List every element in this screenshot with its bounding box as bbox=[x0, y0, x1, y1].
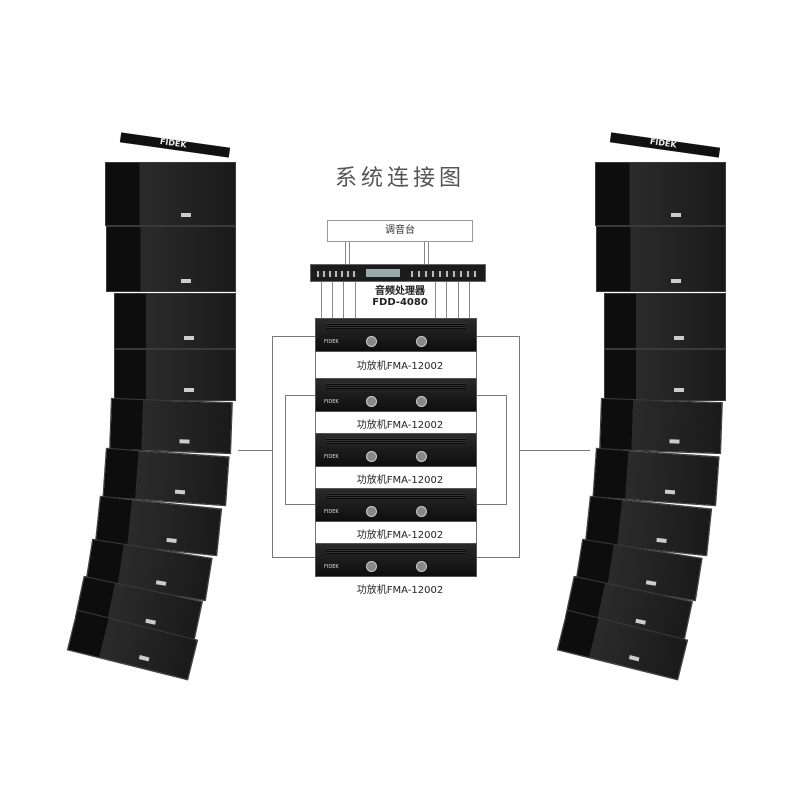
speaker-cabinet bbox=[604, 293, 726, 349]
brand-badge bbox=[179, 439, 190, 444]
brand-badge bbox=[138, 655, 150, 662]
amplifier-label: 功放机FMA-12002 bbox=[356, 420, 444, 431]
brand-badge bbox=[671, 279, 682, 283]
rigging-frame: FIDEK bbox=[609, 132, 721, 158]
speaker-cabinet bbox=[596, 226, 726, 292]
brand-badge bbox=[674, 388, 685, 392]
brand-badge bbox=[156, 580, 167, 586]
brand-badge bbox=[674, 336, 685, 340]
processor-model: FDD-4080 bbox=[372, 297, 428, 308]
brand-badge bbox=[669, 439, 680, 444]
wire bbox=[428, 242, 429, 264]
brand-badge bbox=[181, 213, 192, 217]
brand-badge bbox=[664, 489, 675, 495]
amplifier-label: 功放机FMA-12002 bbox=[356, 475, 444, 486]
amplifier-4: FIDEK bbox=[315, 488, 477, 522]
wire bbox=[349, 242, 350, 264]
amplifier-3: FIDEK bbox=[315, 433, 477, 467]
speaker-cabinet bbox=[114, 349, 236, 401]
left-array-cable bbox=[238, 450, 272, 451]
speaker-cabinet bbox=[604, 349, 726, 401]
diagram-title: 系统连接图 bbox=[334, 166, 465, 191]
brand-badge bbox=[166, 537, 177, 543]
speaker-cabinet bbox=[109, 397, 233, 455]
brand-badge bbox=[174, 489, 185, 495]
brand-badge bbox=[184, 388, 195, 392]
speaker-cabinet bbox=[599, 397, 723, 455]
wire bbox=[424, 242, 425, 264]
brand-badge bbox=[628, 655, 640, 662]
mixing-console-box: 调音台 bbox=[327, 220, 473, 242]
rigging-brand-logo: FIDEK bbox=[649, 136, 678, 150]
amplifier-2: FIDEK bbox=[315, 378, 477, 412]
brand-badge bbox=[646, 580, 657, 586]
wire bbox=[476, 395, 507, 505]
wire bbox=[345, 242, 346, 264]
brand-badge bbox=[181, 279, 192, 283]
amplifier-label: 功放机FMA-12002 bbox=[356, 530, 444, 541]
audio-processor bbox=[310, 264, 486, 282]
brand-badge bbox=[635, 618, 647, 625]
speaker-cabinet bbox=[114, 293, 236, 349]
rigging-brand-logo: FIDEK bbox=[159, 136, 188, 150]
speaker-cabinet bbox=[106, 226, 236, 292]
amplifier-label: 功放机FMA-12002 bbox=[356, 585, 444, 596]
right-array-cable bbox=[520, 450, 590, 451]
brand-badge bbox=[656, 537, 667, 543]
rigging-frame: FIDEK bbox=[119, 132, 231, 158]
brand-badge bbox=[671, 213, 682, 217]
speaker-cabinet bbox=[595, 162, 726, 226]
amplifier-label: 功放机FMA-12002 bbox=[356, 361, 444, 372]
brand-badge bbox=[145, 618, 157, 625]
speaker-cabinet bbox=[105, 162, 236, 226]
wire bbox=[285, 395, 316, 505]
processor-name: 音频处理器 bbox=[375, 286, 425, 297]
amplifier-1: FIDEK bbox=[315, 318, 477, 352]
brand-badge bbox=[184, 336, 195, 340]
amplifier-5: FIDEK bbox=[315, 543, 477, 577]
